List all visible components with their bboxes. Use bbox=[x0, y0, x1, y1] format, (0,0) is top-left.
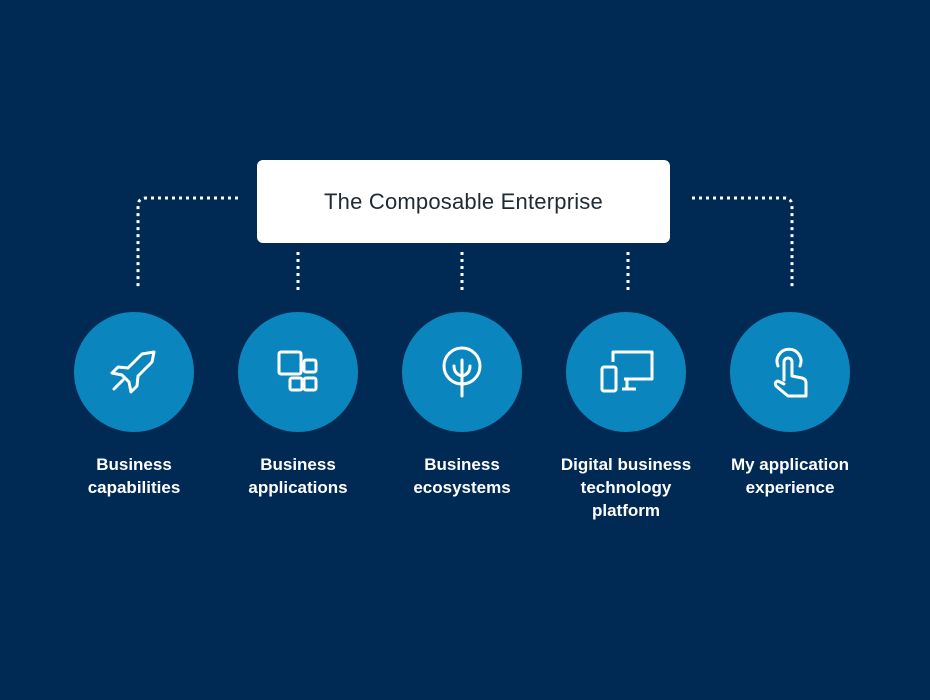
circle bbox=[238, 312, 358, 432]
node-label: Digital business technology platform bbox=[560, 455, 692, 520]
node-label: Business ecosystems bbox=[413, 455, 511, 497]
circle bbox=[402, 312, 522, 432]
node-business-ecosystems: Business ecosystems bbox=[382, 312, 542, 499]
node-business-applications: Business applications bbox=[218, 312, 378, 499]
devices-icon bbox=[600, 350, 654, 393]
node-digital-platform: Digital business technology platform bbox=[546, 312, 706, 522]
touch-icon bbox=[773, 347, 808, 398]
tree-icon bbox=[442, 346, 482, 398]
node-label: My application experience bbox=[730, 455, 850, 497]
node-label: Business capabilities bbox=[87, 455, 181, 497]
composable-enterprise-box: The Composable Enterprise bbox=[257, 160, 670, 243]
connector-right bbox=[692, 196, 794, 290]
app-grid-icon bbox=[277, 350, 318, 392]
circle bbox=[566, 312, 686, 432]
circle bbox=[730, 312, 850, 432]
node-label: Business applications bbox=[248, 455, 348, 497]
node-my-application-experience: My application experience bbox=[710, 312, 870, 499]
rocket-icon bbox=[110, 350, 156, 394]
circle bbox=[74, 312, 194, 432]
connector-left bbox=[136, 196, 238, 290]
node-business-capabilities: Business capabilities bbox=[54, 312, 214, 499]
diagram-title: The Composable Enterprise bbox=[324, 188, 603, 214]
